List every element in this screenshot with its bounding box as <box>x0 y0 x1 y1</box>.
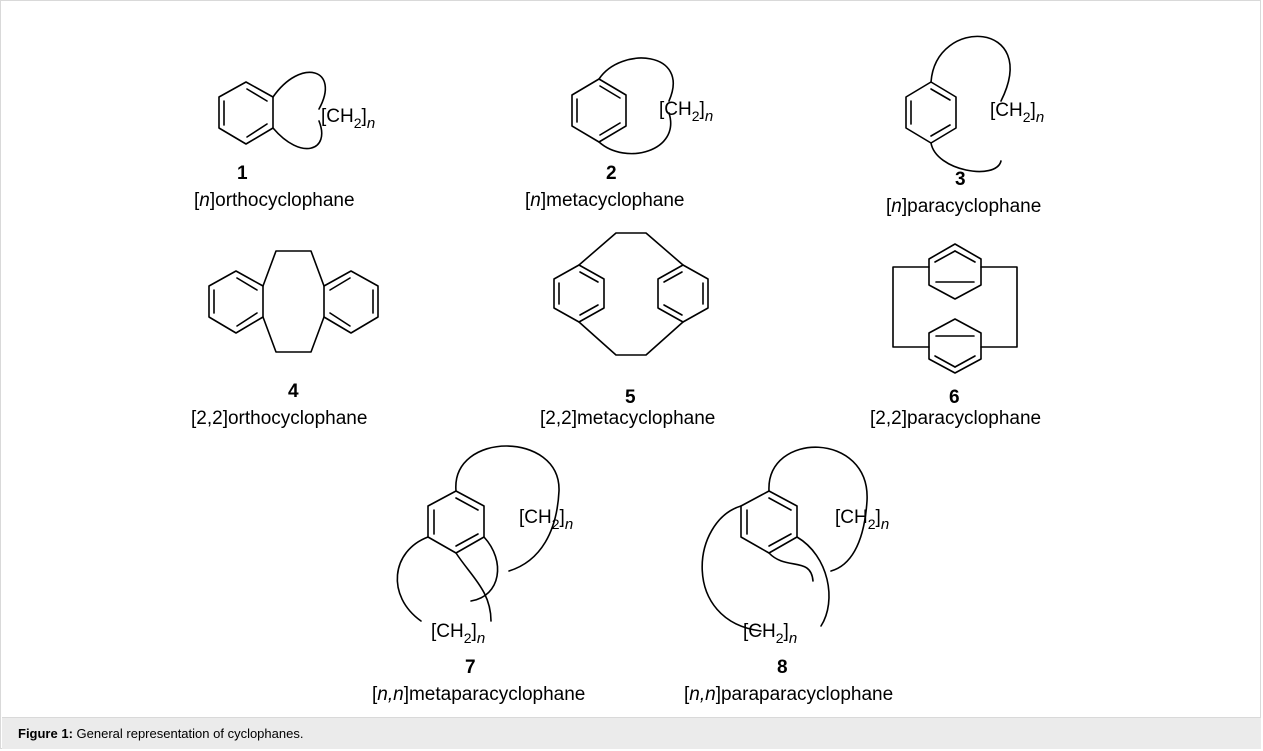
compound-name-6: [2,2]paracyclophane <box>870 408 1041 429</box>
tether-label-3: [CH2]n <box>990 100 1044 126</box>
compound-number-4: 4 <box>288 381 299 402</box>
compound-number-3: 3 <box>955 169 966 190</box>
compound-number-1: 1 <box>237 163 248 184</box>
tether-label-8a: [CH2]n <box>835 507 889 533</box>
compound-name-1: [n]orthocyclophane <box>194 190 355 211</box>
tether-label-7a: [CH2]n <box>519 507 573 533</box>
figure-caption: Figure 1: General representation of cycl… <box>2 717 1261 749</box>
compound-name-3: [n]paracyclophane <box>886 196 1041 217</box>
compound-number-6: 6 <box>949 387 960 408</box>
caption-label: Figure 1: <box>18 726 73 741</box>
compound-name-8: [n,n]paraparacyclophane <box>684 684 893 705</box>
tether-label-7b: [CH2]n <box>431 621 485 647</box>
compound-name-5: [2,2]metacyclophane <box>540 408 715 429</box>
structure-5: 5 [2,2]metacyclophane <box>540 232 715 429</box>
structure-6: 6 [2,2]paracyclophane <box>870 243 1041 429</box>
structure-3: [CH2]n 3 [n]paracyclophane <box>886 35 1044 217</box>
compound-name-2: [n]metacyclophane <box>525 190 685 211</box>
tether-label-8b: [CH2]n <box>743 621 797 647</box>
compound-number-8: 8 <box>777 657 788 678</box>
tether-label-2: [CH2]n <box>659 99 713 125</box>
structure-4: 4 [2,2]orthocyclophane <box>191 250 379 429</box>
compound-name-7: [n,n]metaparacyclophane <box>372 684 585 705</box>
caption-text: General representation of cyclophanes. <box>76 726 304 741</box>
structure-1: [CH2]n 1 [n]orthocyclophane <box>194 71 375 211</box>
compound-number-2: 2 <box>606 163 617 184</box>
compound-number-5: 5 <box>625 387 636 408</box>
compound-name-4: [2,2]orthocyclophane <box>191 408 367 429</box>
compound-number-7: 7 <box>465 657 476 678</box>
tether-label-1: [CH2]n <box>321 106 375 132</box>
structure-7: [CH2]n [CH2]n 7 [n,n]metaparacyclophane <box>372 445 585 705</box>
structure-2: [CH2]n 2 [n]metacyclophane <box>525 57 713 211</box>
structures-drawing: [CH2]n 1 [n]orthocyclophane [CH2]n 2 [n]… <box>191 35 1044 705</box>
structure-8: [CH2]n [CH2]n 8 [n,n]paraparacyclophane <box>684 446 893 705</box>
